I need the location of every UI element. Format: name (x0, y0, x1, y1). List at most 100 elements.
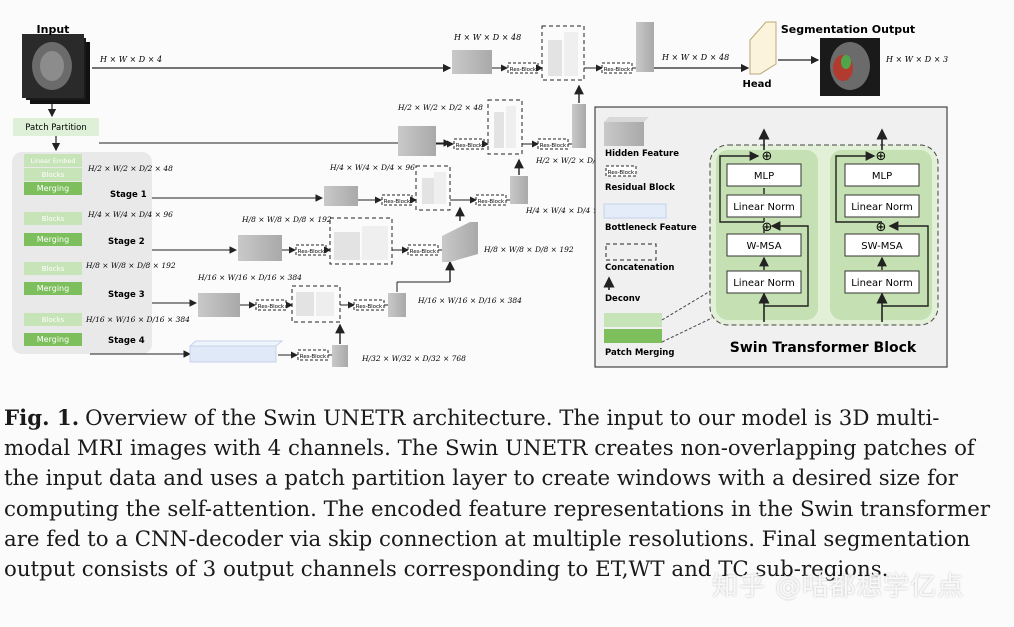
hidden-feature-block (452, 50, 492, 74)
legend-hidden-feature: Hidden Feature (605, 149, 679, 159)
legend-residual-block: Residual Block (605, 183, 675, 193)
res-block-label: Res-Block (604, 67, 631, 73)
merging-label: Merging (37, 184, 69, 193)
res-block-label: Res-Block (300, 354, 327, 360)
linear-norm-label: Linear Norm (851, 202, 913, 213)
dim-s1-enc: H/2 × W/2 × D/2 × 48 (87, 164, 173, 173)
concatenation (541, 25, 585, 81)
dim-top-right: H × W × D × 48 (661, 53, 729, 62)
dim-output: H × W × D × 3 (885, 55, 948, 64)
swmsa-label: SW-MSA (861, 241, 903, 252)
mlp-label: MLP (754, 171, 774, 182)
caption-text: Overview of the Swin UNETR architecture.… (4, 406, 990, 583)
stage-4-label: Stage 4 (108, 336, 145, 346)
plus-icon: ⊕ (762, 149, 773, 164)
figure-caption: Fig. 1.Overview of the Swin UNETR archit… (4, 404, 1004, 585)
wmsa-box (726, 233, 802, 257)
hidden-feature-block (238, 235, 282, 261)
hidden-feature-block (510, 176, 528, 204)
architecture-diagram: Input H × W × D × 4 Patch Partition Line… (12, 21, 948, 368)
linear-norm-label: Linear Norm (851, 278, 913, 289)
res-block-label: Res-Block (478, 199, 505, 205)
dim-input: H × W × D × 4 (99, 55, 162, 64)
segmentation-output-image (820, 38, 880, 96)
patch-partition-box (13, 118, 99, 136)
linear-norm-label: Linear Norm (733, 278, 795, 289)
wmsa-label: W-MSA (746, 241, 781, 252)
plus-icon: ⊕ (876, 220, 887, 235)
hidden-feature-block (442, 222, 478, 262)
dim-s2-enc: H/4 × W/4 × D/4 × 96 (87, 210, 173, 219)
dim-bottom: H/32 × W/32 × D/32 × 768 (361, 354, 466, 363)
output-label: Segmentation Output (781, 23, 915, 36)
res-block-label: Res-Block (540, 143, 567, 149)
dim-s1-dec2: H/2 × W/2 × D/2 × 48 (535, 156, 621, 165)
blocks-label: Blocks (42, 171, 65, 179)
legend-concatenation: Concatenation (605, 263, 674, 273)
encoder-panel (12, 152, 152, 354)
concatenation (415, 165, 451, 211)
patch-partition-label: Patch Partition (25, 123, 86, 133)
hidden-feature-block (572, 104, 586, 148)
input-label: Input (37, 23, 70, 36)
hidden-feature-block (636, 22, 654, 72)
input-mri-image (22, 34, 90, 104)
blocks-label: Blocks (42, 215, 65, 223)
dim-s3-enc: H/8 × W/8 × D/8 × 192 (85, 261, 176, 270)
res-block-label: Res-Block (456, 143, 483, 149)
legend-bottleneck-swatch (603, 203, 667, 219)
dim-s2-dec: H/4 × W/4 × D/4 × 96 (329, 163, 415, 172)
res-block-label: Res-Block (510, 67, 537, 73)
merging-label: Merging (37, 335, 69, 344)
legend-patch-merging: Patch Merging (605, 348, 674, 358)
dim-s2-dec2: H/4 × W/4 × D/4 × 96 (525, 206, 611, 215)
hidden-feature-block (332, 345, 348, 367)
concatenation (487, 99, 523, 155)
legend-deconv: Deconv (605, 294, 641, 304)
swmsa-box (844, 233, 920, 257)
legend-concatenation-swatch (605, 243, 657, 261)
dim-s4-dec: H/16 × W/16 × D/16 × 384 (197, 273, 302, 282)
concatenation (329, 217, 393, 265)
hidden-feature-block (198, 293, 240, 317)
legend-res-block-swatch (605, 165, 637, 177)
concatenation (291, 285, 341, 323)
res-block-label: Res-Block (258, 304, 285, 310)
legend-bottleneck-feature: Bottleneck Feature (605, 223, 697, 233)
stage-3-label: Stage 3 (108, 290, 145, 300)
stage-2-label: Stage 2 (108, 237, 145, 247)
dim-s3-dec: H/8 × W/8 × D/8 × 192 (241, 215, 332, 224)
mlp-box (844, 163, 920, 187)
dim-s3-dec2: H/8 × W/8 × D/8 × 192 (483, 245, 574, 254)
res-block-label: Res-Block (356, 304, 383, 310)
res-block-label: Res-Block (608, 170, 635, 176)
blocks-label: Blocks (42, 316, 65, 324)
watermark: 知乎 @咕都想学亿点 (712, 572, 965, 602)
dim-s4-enc: H/16 × W/16 × D/16 × 384 (85, 315, 190, 324)
dim-top-decoder: H × W × D × 48 (453, 33, 521, 42)
res-block-label: Res-Block (410, 249, 437, 255)
head-label: Head (742, 79, 771, 90)
hidden-feature-block (398, 126, 436, 156)
res-block-label: Res-Block (384, 199, 411, 205)
linear-embed-label: Linear Embed (31, 157, 76, 165)
dim-s1-dec: H/2 × W/2 × D/2 × 48 (397, 103, 483, 112)
dim-s4-dec2: H/16 × W/16 × D/16 × 384 (417, 296, 522, 305)
merging-label: Merging (37, 284, 69, 293)
plus-icon: ⊕ (876, 149, 887, 164)
res-block-label: Res-Block (298, 249, 325, 255)
blocks-label: Blocks (42, 265, 65, 273)
head-block (749, 21, 777, 75)
hidden-feature-block (388, 293, 406, 317)
swin-block-title: Swin Transformer Block (730, 340, 917, 356)
merging-box (24, 182, 82, 195)
mlp-box (726, 163, 802, 187)
merging-label: Merging (37, 235, 69, 244)
bottleneck-feature (188, 340, 284, 363)
mlp-label: MLP (872, 171, 892, 182)
linear-norm-box (844, 194, 920, 218)
legend-hidden-feature-swatch (604, 117, 649, 146)
linear-norm-label: Linear Norm (733, 202, 795, 213)
caption-label: Fig. 1. (4, 406, 80, 431)
stage-1-label: Stage 1 (110, 190, 147, 200)
